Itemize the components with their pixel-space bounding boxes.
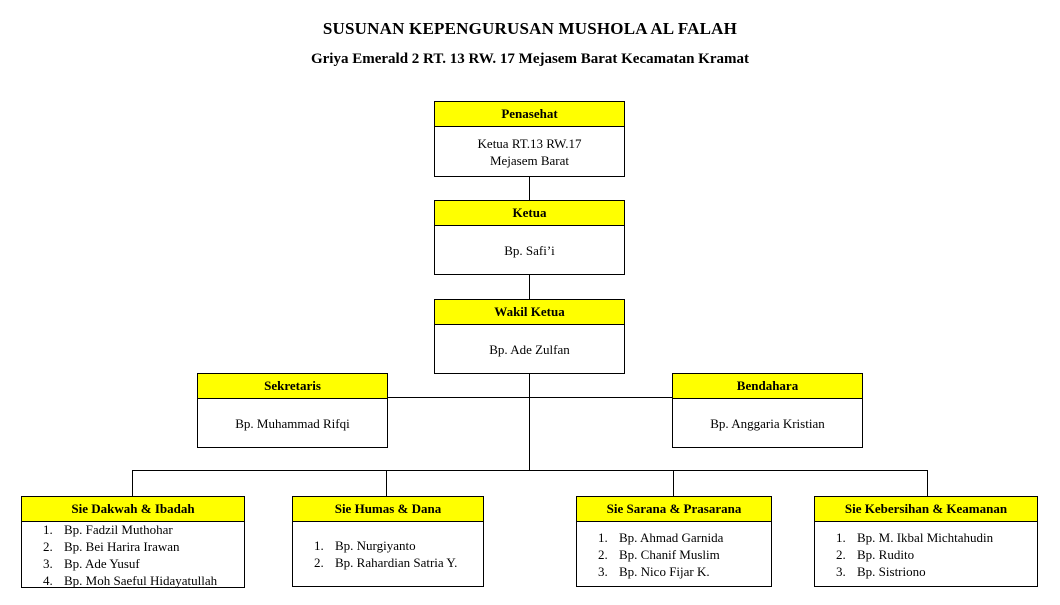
page-subtitle: Griya Emerald 2 RT. 13 RW. 17 Mejasem Ba… [310,51,750,67]
list-item: Bp. Ahmad Garnida [611,529,723,546]
list-item: Bp. Rudito [849,546,993,563]
node-bendahara: Bendahara Bp. Anggaria Kristian [672,373,863,448]
list-item: Bp. Rahardian Satria Y. [327,554,457,571]
node-sekretaris: Sekretaris Bp. Muhammad Rifqi [197,373,388,448]
list-item: Bp. Moh Saeful Hidayatullah [56,572,217,589]
node-bendahara-name: Bp. Anggaria Kristian [710,415,825,431]
list-item: Bp. Nurgiyanto [327,537,457,554]
node-wakil-ketua-name: Bp. Ade Zulfan [489,341,570,357]
node-penasehat: Penasehat Ketua RT.13 RW.17 Mejasem Bara… [434,101,625,177]
node-sie-dakwah-title: Sie Dakwah & Ibadah [22,497,244,522]
node-penasehat-line2: Mejasem Barat [489,152,570,168]
list-item: Bp. Chanif Muslim [611,546,723,563]
node-penasehat-title: Penasehat [435,102,624,127]
node-wakil-ketua: Wakil Ketua Bp. Ade Zulfan [434,299,625,374]
list-item: Bp. Nico Fijar K. [611,563,723,580]
list-item: Bp. Ade Yusuf [56,555,217,572]
list-item: Bp. Sistriono [849,563,993,580]
node-sie-kebersihan: Sie Kebersihan & Keamanan Bp. M. Ikbal M… [814,496,1038,587]
node-sie-sarana-title: Sie Sarana & Prasarana [577,497,771,522]
node-penasehat-line1: Ketua RT.13 RW.17 [477,135,582,151]
node-sekretaris-title: Sekretaris [198,374,387,399]
page-title: SUSUNAN KEPENGURUSAN MUSHOLA AL FALAH [322,19,738,38]
node-sekretaris-name: Bp. Muhammad Rifqi [235,415,350,431]
node-sie-humas: Sie Humas & Dana Bp. Nurgiyanto Bp. Raha… [292,496,484,587]
node-sie-kebersihan-title: Sie Kebersihan & Keamanan [815,497,1037,522]
node-ketua-title: Ketua [435,201,624,226]
node-bendahara-title: Bendahara [673,374,862,399]
node-sie-humas-title: Sie Humas & Dana [293,497,483,522]
node-sie-sarana: Sie Sarana & Prasarana Bp. Ahmad Garnida… [576,496,772,587]
node-sie-dakwah: Sie Dakwah & Ibadah Bp. Fadzil Muthohar … [21,496,245,588]
list-item: Bp. M. Ikbal Michtahudin [849,529,993,546]
node-ketua: Ketua Bp. Safi’i [434,200,625,275]
node-ketua-name: Bp. Safi’i [504,242,555,258]
node-wakil-ketua-title: Wakil Ketua [435,300,624,325]
list-item: Bp. Fadzil Muthohar [56,521,217,538]
list-item: Bp. Bei Harira Irawan [56,538,217,555]
